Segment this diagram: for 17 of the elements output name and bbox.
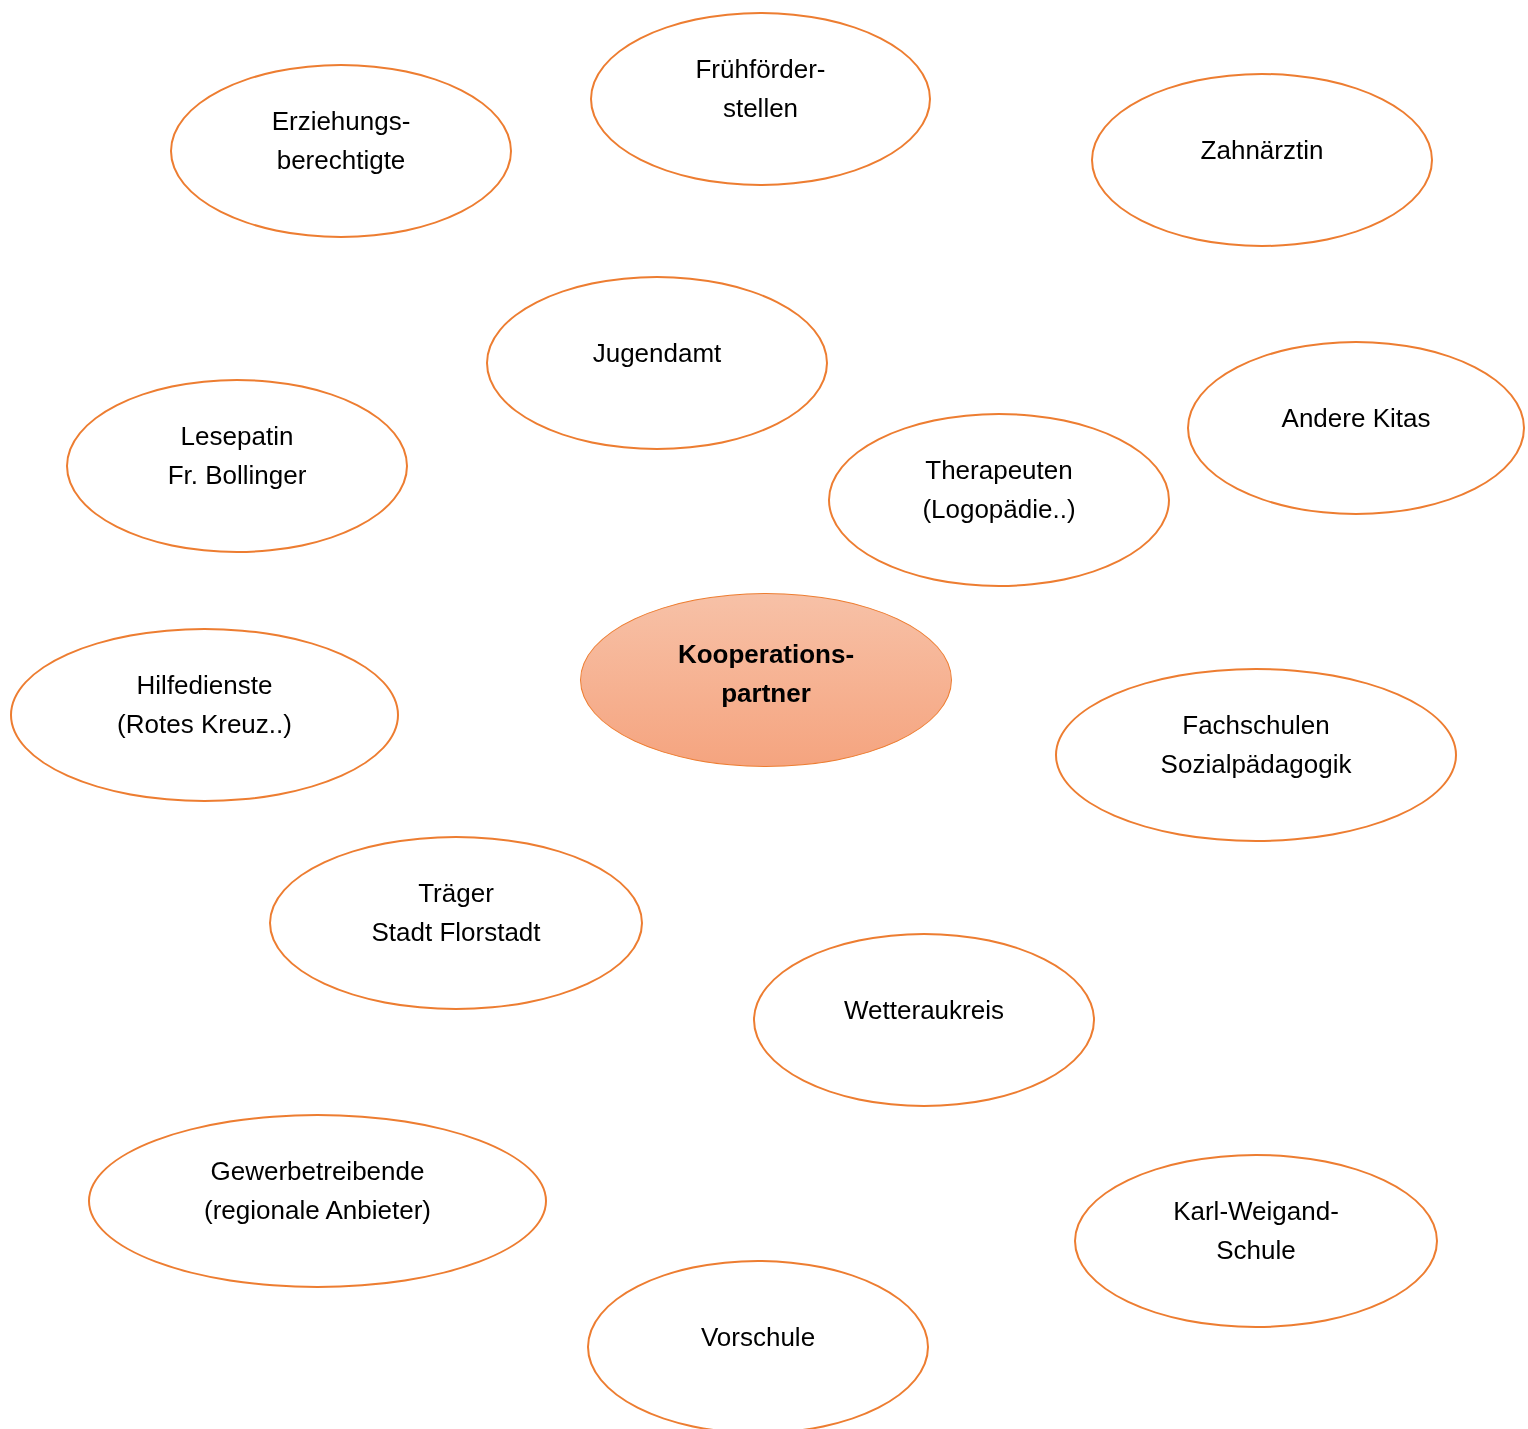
partner-label: Fachschulen Sozialpädagogik [1159,709,1353,781]
partner-label: Jugendamt [592,336,722,370]
partner-label: Stadt Florstadt [371,916,541,949]
partner-label: Erziehungs- berechtigte [270,105,412,177]
partner-label: Andere Kitas [1281,401,1431,435]
partner-label: Karl-Weigand- Schule [1172,1195,1340,1267]
partner-label: Frühförder- stellen [694,53,827,125]
center-label: Kooperations- partner [676,638,856,710]
partner-label: Gewerbetreibende (regionale Anbieter) [203,1155,432,1227]
partner-label: Hilfedienste (Rotes Kreuz..) [116,669,293,741]
partner-label: Zahnärztin [1200,133,1324,167]
partner-label: Fr. Bollinger [167,459,307,492]
partner-label: Vorschule [700,1320,816,1354]
partner-label: Lesepatin [180,420,294,453]
partner-label: Therapeuten (Logopädie..) [921,454,1077,526]
partner-label: Träger [418,877,494,910]
partner-label: Wetteraukreis [844,993,1004,1027]
